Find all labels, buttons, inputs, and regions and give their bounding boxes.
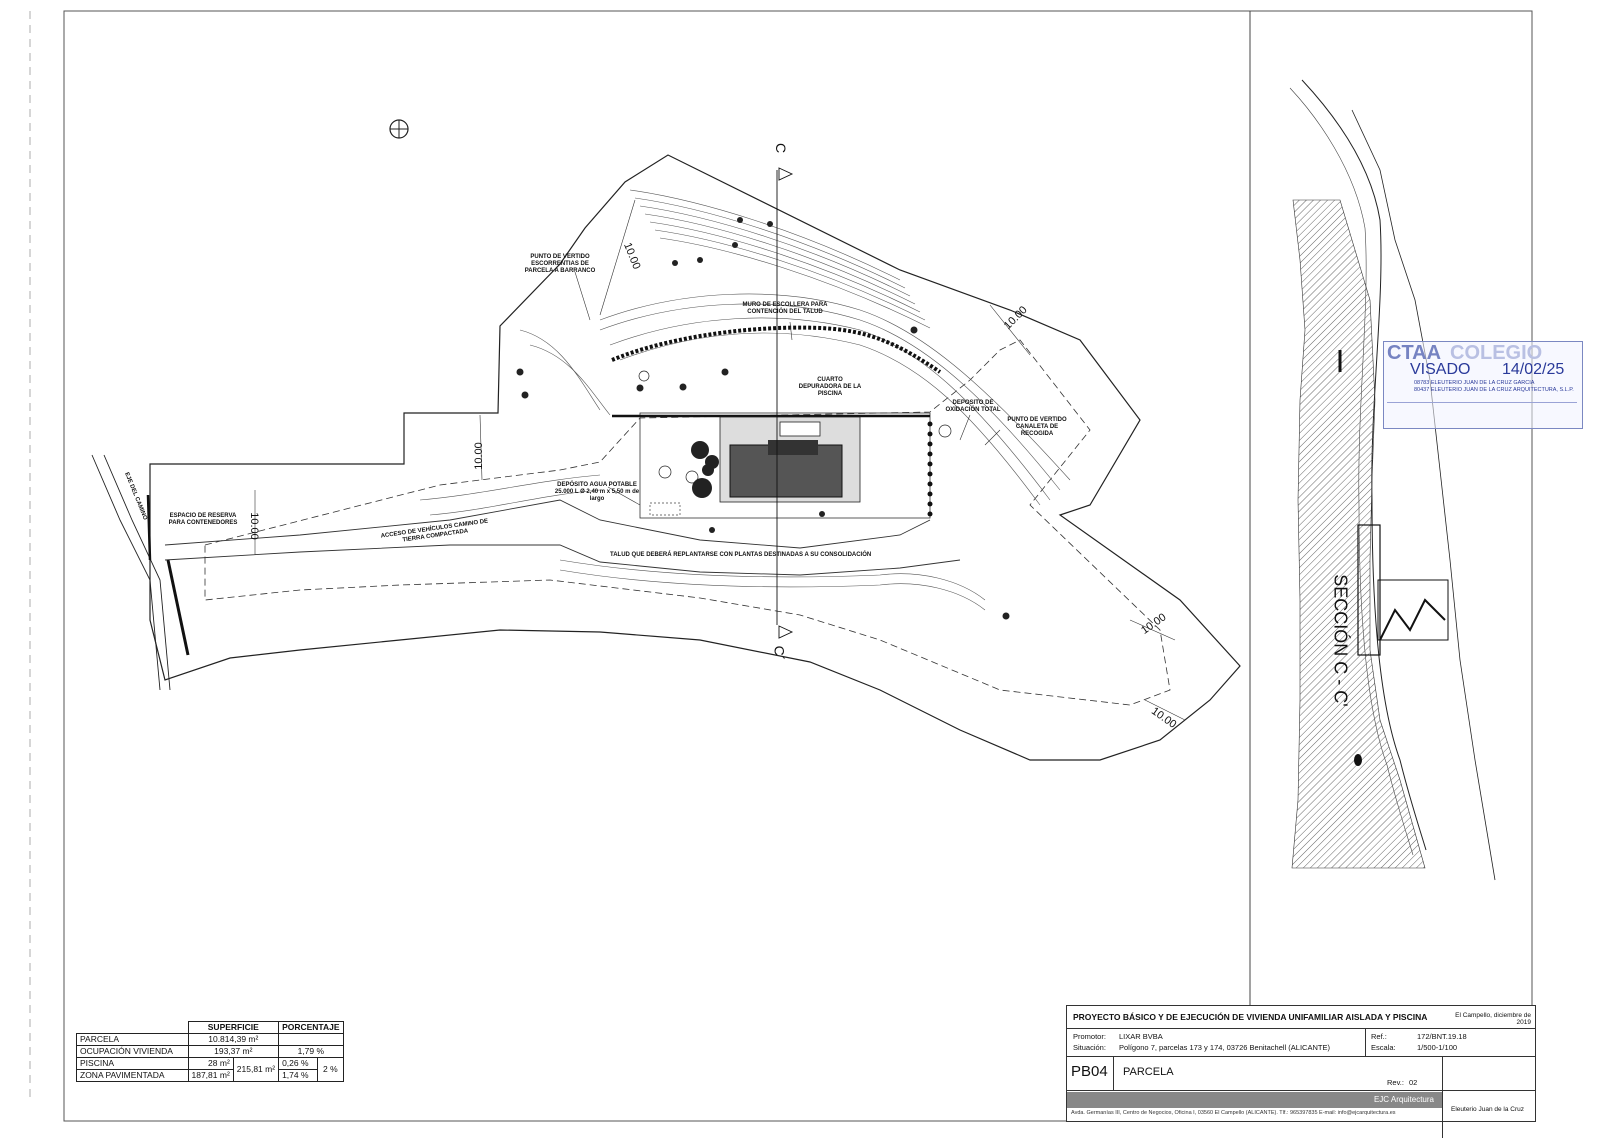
stamp-line-2: 80437 ELEUTERIO JUAN DE LA CRUZ ARQUITEC… <box>1414 387 1574 393</box>
row-porcentaje: 1,74 % <box>278 1069 319 1082</box>
row-superficie: 10.814,39 m² <box>187 1033 280 1046</box>
row-label: ZONA PAVIMENTADA <box>76 1069 189 1082</box>
title-block: PROYECTO BÁSICO Y DE EJECUCIÓN DE VIVIEN… <box>1066 1005 1536 1138</box>
label-talud: TALUD QUE DEBERÁ REPLANTARSE CON PLANTAS… <box>610 552 872 558</box>
situacion-label: Situación: <box>1073 1043 1106 1052</box>
tree-symbols <box>638 370 952 484</box>
situacion-value: Polígono 7, parcelas 173 y 174, 03726 Be… <box>1119 1043 1330 1052</box>
access-road-bottom <box>164 544 961 576</box>
section-mark-top: C <box>773 142 790 154</box>
table-row: ZONA PAVIMENTADA 187,81 m² 1,74 % <box>76 1069 344 1082</box>
firm-name: EJC Arquitectura <box>1373 1095 1434 1104</box>
project-title: PROYECTO BÁSICO Y DE EJECUCIÓN DE VIVIEN… <box>1073 1012 1428 1022</box>
row-label: PARCELA <box>76 1033 189 1046</box>
header-porcentaje: PORCENTAJE <box>278 1021 344 1034</box>
row-label: OCUPACIÓN VIVIENDA <box>76 1045 189 1058</box>
row-subtotal: 215,81 m² <box>232 1057 280 1082</box>
label-muro-escollera: MURO DE ESCOLLERA PARA CONTENCIÓN DEL TA… <box>742 302 828 315</box>
vegetation <box>516 217 1010 620</box>
contour-lines <box>419 189 1071 611</box>
label-deposito-agua: DEPÓSITO AGUA POTABLE 25.000 L Ø 2,40 m … <box>554 482 640 502</box>
setback-line <box>204 339 1171 706</box>
label-deposito-oxidacion: DEPOSITO DE OXIDACIÓN TOTAL <box>945 400 1001 413</box>
row-superficie: 193,37 m² <box>187 1045 280 1058</box>
eje-camino-lines <box>91 454 161 691</box>
stamp-rule <box>1387 402 1577 403</box>
label-punto-vertido-2: PUNTO DE VERTIDO CANALETA DE RECOGIDA <box>1007 417 1067 437</box>
visado-stamp: CTAA COLEGIO VISADO 14/02/25 08783 ELEUT… <box>1383 341 1583 429</box>
row-porcentaje: 1,79 % <box>278 1045 344 1058</box>
ref-value: 172/BNT.19.18 <box>1417 1032 1467 1041</box>
sheet-border <box>63 10 1533 1122</box>
table-row: PARCELA 10.814,39 m² <box>76 1033 344 1046</box>
label-cuarto-depuradora: CUARTO DEPURADORA DE LA PISCINA <box>798 377 862 397</box>
row-superficie: 28 m² <box>187 1057 234 1070</box>
stamp-visado-label: VISADO <box>1410 361 1471 378</box>
label-punto-vertido-1: PUNTO DE VERTIDO ESCORRENTIAS DE PARCELA… <box>524 254 596 274</box>
stamp-visado-date: 14/02/25 <box>1502 361 1565 378</box>
dimension-lines <box>254 199 1186 721</box>
sheet-name: PARCELA <box>1123 1066 1174 1078</box>
parcel-outline <box>149 154 1241 761</box>
ref-label: Ref.: <box>1371 1032 1387 1041</box>
section-title: SECCIÓN C - C' <box>1330 574 1351 707</box>
firm-address: Avda. Germanías III, Centro de Negocios,… <box>1071 1110 1396 1116</box>
firm-band: EJC Arquitectura <box>1067 1092 1442 1108</box>
stamp-org: CTAA <box>1387 342 1442 364</box>
promotor-value: LIXAR BVBA <box>1119 1032 1163 1041</box>
dimension-label: 10.00 <box>472 442 485 470</box>
row-superficie: 187,81 m² <box>187 1069 234 1082</box>
access-road-top <box>164 499 931 549</box>
dimension-label: 10.00 <box>247 512 260 540</box>
row-label: PISCINA <box>76 1057 189 1070</box>
water-deposit <box>649 502 681 516</box>
stamp-org-2: COLEGIO <box>1450 342 1543 364</box>
rev-value: 02 <box>1409 1078 1418 1087</box>
north-arrow-icon <box>389 119 409 139</box>
area-table-header: SUPERFICIE PORCENTAJE <box>77 1021 344 1034</box>
section-c-drawing <box>1289 79 1496 881</box>
section-cut-line <box>776 167 794 639</box>
tree-row-dots <box>927 421 933 517</box>
stamp-line-1: 08783 ELEUTERIO JUAN DE LA CRUZ GARCIA <box>1414 380 1535 386</box>
leader-lines <box>574 271 1001 506</box>
escala-label: Escala: <box>1371 1043 1396 1052</box>
label-espacio-reserva: ESPACIO DE RESERVA PARA CONTENEDORES <box>168 513 238 526</box>
signer-name: Eleuterio Juan de la Cruz <box>1451 1106 1524 1113</box>
table-row: PISCINA 28 m² 215,81 m² 0,26 % 2 % <box>76 1057 344 1082</box>
sheet-code: PB04 <box>1071 1063 1108 1080</box>
row-porcentaje: 0,26 % <box>278 1057 319 1070</box>
area-table: SUPERFICIE PORCENTAJE PARCELA 10.814,39 … <box>76 1021 344 1082</box>
promotor-label: Promotor: <box>1073 1032 1106 1041</box>
escala-value: 1/500-1/100 <box>1417 1043 1458 1052</box>
header-superficie: SUPERFICIE <box>187 1021 280 1034</box>
pool <box>779 421 821 437</box>
table-row: OCUPACIÓN VIVIENDA 193,37 m² 1,79 % <box>76 1045 344 1058</box>
row-porcentaje-total: 2 % <box>317 1057 344 1082</box>
section-mark-bottom: C´ <box>771 645 788 661</box>
place-date: El Campello, diciembre de 2019 <box>1455 1012 1531 1026</box>
rev-label: Rev.: <box>1387 1078 1404 1087</box>
retaining-wall <box>611 325 942 374</box>
